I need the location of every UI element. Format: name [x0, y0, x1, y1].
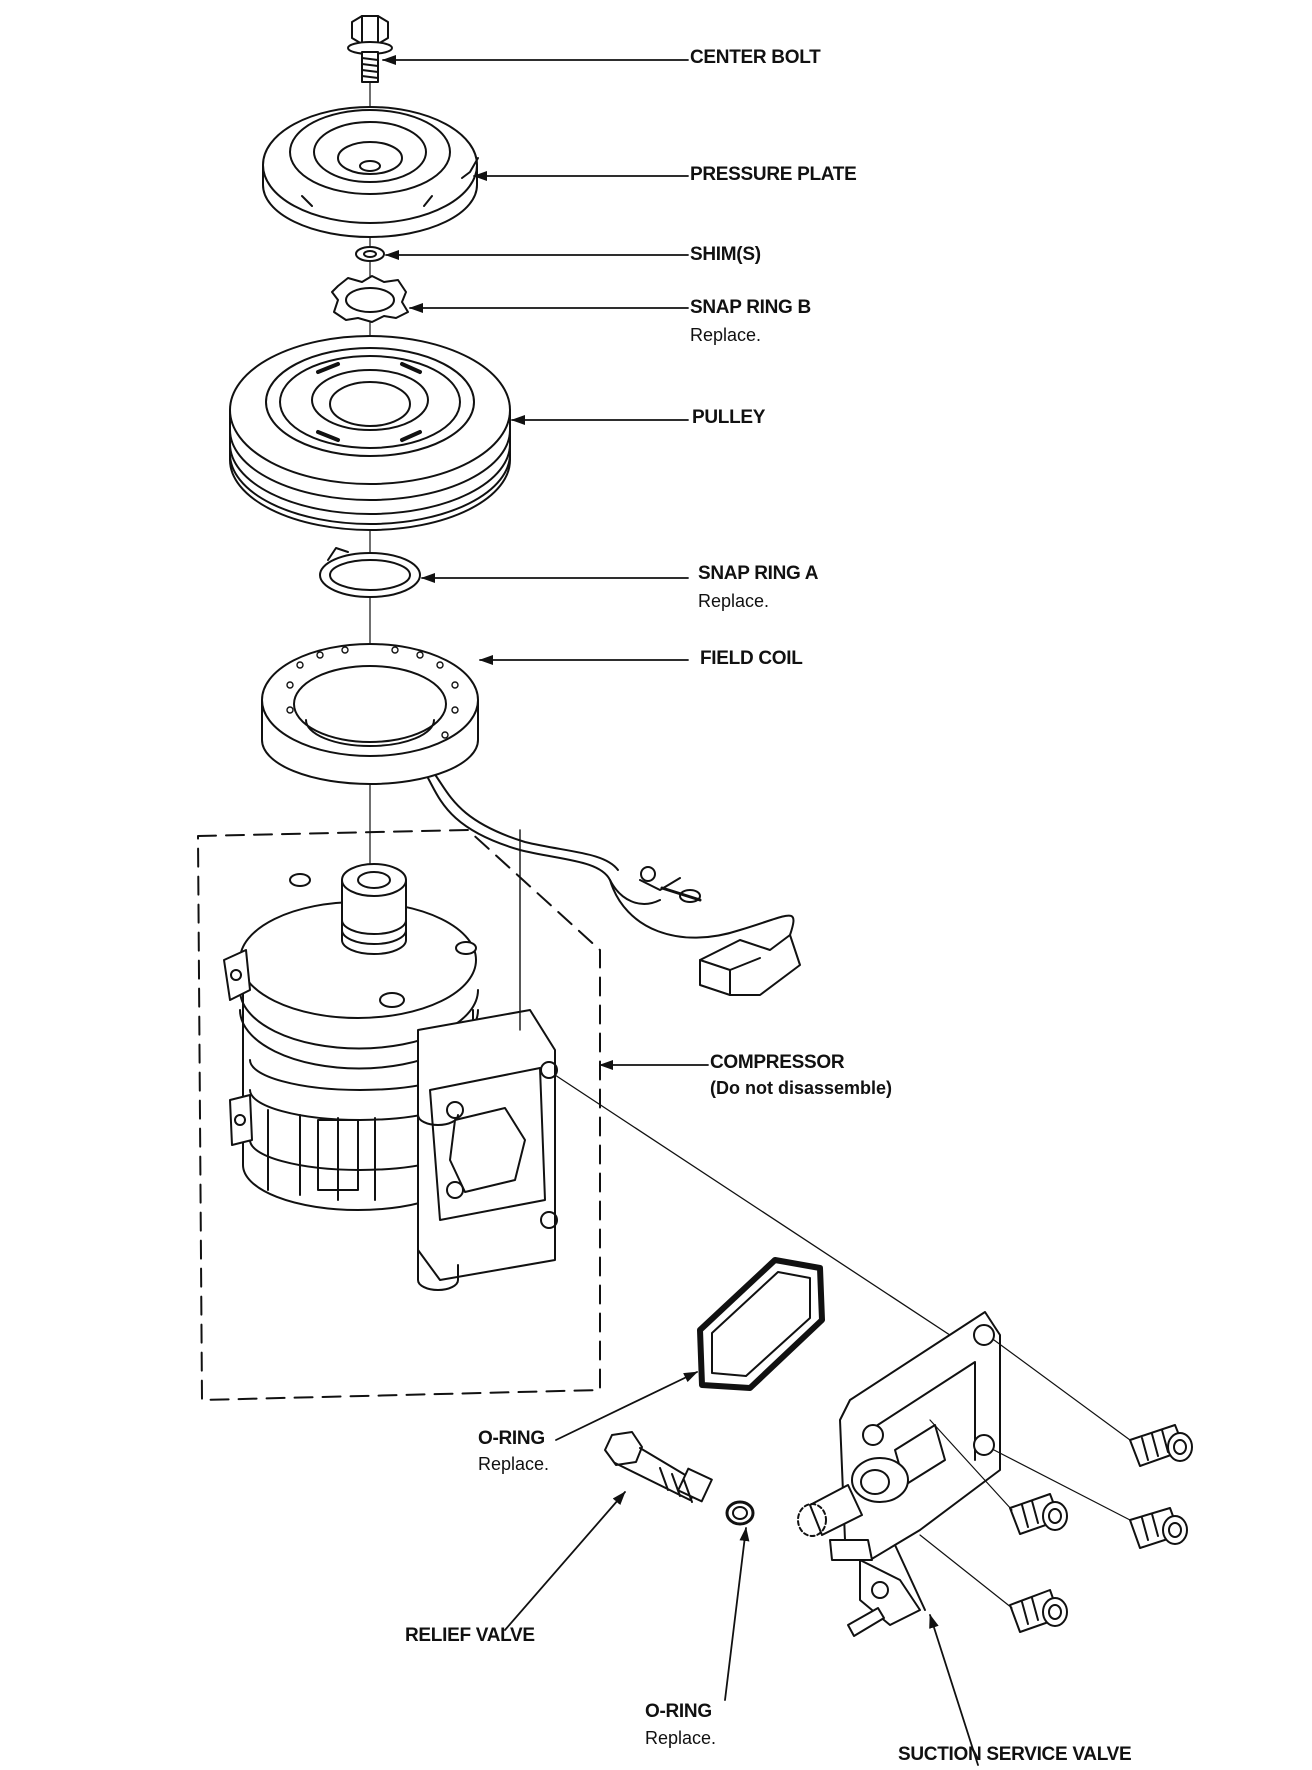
snap-ring-b-note: Replace. — [690, 325, 762, 345]
field-coil-part — [261, 643, 801, 996]
snap-ring-b-label: SNAP RING B — [690, 297, 811, 318]
relief-valve-label: RELIEF VALVE — [405, 1625, 535, 1646]
snap-ring-a-note: Replace. — [698, 591, 770, 611]
relief-valve-part — [604, 1431, 713, 1503]
leader-lines — [382, 55, 979, 1766]
suction-valve-bolt-2 — [1129, 1507, 1188, 1549]
center-bolt-part — [347, 15, 393, 83]
compressor-body-part — [223, 829, 558, 1291]
suction-valve-bolt-1 — [1129, 1424, 1193, 1467]
pressure-plate-part — [262, 106, 479, 238]
snap-ring-a-part — [319, 547, 421, 598]
shims-label: SHIM(S) — [690, 244, 761, 265]
pulley-part — [229, 335, 511, 531]
suction-service-valve-part — [797, 1311, 1001, 1637]
o-ring-small-note: Replace. — [645, 1728, 717, 1748]
compressor-label: COMPRESSOR — [710, 1052, 845, 1073]
compressor-note: (Do not disassemble) — [710, 1078, 893, 1098]
shims-part — [355, 246, 385, 262]
leader-o-ring-gasket — [555, 1371, 698, 1441]
leader-suction-service-valve — [929, 1614, 979, 1766]
compressor-dashed-outline — [197, 829, 601, 1401]
suction-service-valve-label: SUCTION SERVICE VALVE — [898, 1744, 1132, 1765]
pulley-label: PULLEY — [692, 407, 766, 428]
suction-valve-bolt-4 — [1009, 1589, 1068, 1633]
snap-ring-b-part — [331, 275, 409, 323]
o-ring-gasket-label: O-RING — [478, 1428, 545, 1449]
center-bolt-label: CENTER BOLT — [690, 47, 821, 68]
snap-ring-a-label: SNAP RING A — [698, 563, 819, 584]
leader-relief-valve — [504, 1491, 626, 1631]
o-ring-small-part — [725, 1500, 755, 1526]
o-ring-small-label: O-RING — [645, 1701, 712, 1722]
suction-port-guide-line — [554, 1074, 966, 1346]
bolt-guide-lines — [919, 1339, 1131, 1609]
o-ring-gasket-note: Replace. — [478, 1454, 550, 1474]
o-ring-gasket-part — [697, 1257, 825, 1391]
suction-valve-bolt-3 — [1009, 1493, 1068, 1535]
field-coil-label: FIELD COIL — [700, 648, 803, 669]
pressure-plate-label: PRESSURE PLATE — [690, 164, 857, 185]
leader-o-ring-small — [724, 1527, 750, 1701]
